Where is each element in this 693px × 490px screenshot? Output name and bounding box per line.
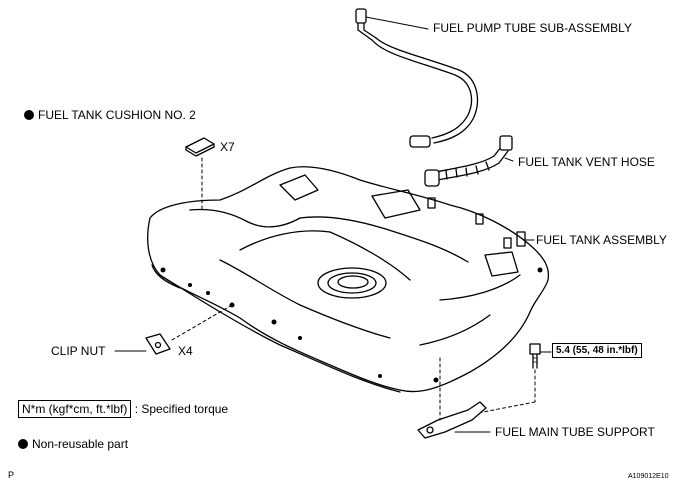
legend-torque: N*m (kgf*cm, ft.*lbf) : Specified torque — [18, 400, 229, 418]
fuel-tank-cushion — [185, 137, 215, 211]
legend-bullet-icon — [18, 439, 28, 449]
torque-value-box: 5.4 (55, 48 in.*lbf) — [552, 343, 642, 358]
fuel-pump-tube — [355, 8, 478, 148]
fuel-tank-vent-hose — [424, 135, 514, 187]
figure-id: A109012E10 — [628, 473, 669, 480]
torque-value: 5.4 (55, 48 in.*lbf) — [552, 343, 642, 358]
tank-bolt — [451, 343, 552, 419]
label-clip-nut-qty: X4 — [178, 344, 193, 358]
label-fuel-main-tube-support: FUEL MAIN TUBE SUPPORT — [495, 425, 655, 439]
label-fuel-pump-tube: FUEL PUMP TUBE SUB-ASSEMBLY — [433, 21, 632, 35]
label-clip-nut: CLIP NUT — [51, 344, 106, 358]
legend-torque-desc: : Specified torque — [134, 402, 229, 416]
non-reusable-bullet-icon — [24, 110, 34, 120]
label-cushion-qty: X7 — [220, 140, 235, 154]
fuel-main-tube-support — [417, 357, 491, 439]
legend-torque-unit: N*m (kgf*cm, ft.*lbf) — [18, 400, 132, 418]
fuel-tank-assembly — [147, 166, 550, 393]
label-fuel-tank-cushion: FUEL TANK CUSHION NO. 2 — [24, 108, 196, 122]
label-fuel-tank-cushion-text: FUEL TANK CUSHION NO. 2 — [38, 108, 196, 122]
label-fuel-tank-assembly: FUEL TANK ASSEMBLY — [536, 233, 667, 247]
legend-non-reusable-text: Non-reusable part — [32, 437, 129, 451]
clip-nut — [114, 304, 233, 355]
corner-letter: P — [8, 470, 15, 480]
label-fuel-tank-vent-hose: FUEL TANK VENT HOSE — [518, 155, 655, 169]
legend-non-reusable: Non-reusable part — [18, 437, 128, 451]
